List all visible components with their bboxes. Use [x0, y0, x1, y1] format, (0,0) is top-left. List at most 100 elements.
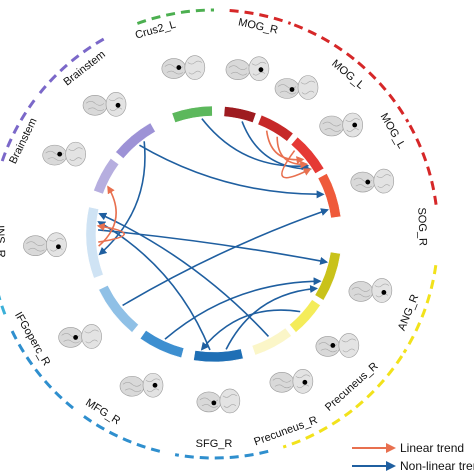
inner-segment-ring: [85, 105, 342, 363]
label-sog_r: SOG_R: [415, 207, 428, 246]
brain-top-lobe: [65, 141, 86, 167]
connection-chords: [96, 118, 329, 351]
brain-top-lobe: [371, 278, 393, 303]
ring-segment-precuneus_r2: [251, 327, 292, 356]
nonlinear-chord: [122, 208, 329, 307]
outer-arc-crus2_l: [136, 8, 215, 25]
brain-gyri: [164, 60, 203, 75]
brain-lateral-lobe: [225, 59, 251, 80]
brain-gyri: [26, 237, 64, 252]
brain-gyri: [85, 97, 124, 112]
label-ins_r: INS_R: [0, 225, 7, 258]
brain-icon: [42, 141, 86, 167]
label-ifgoperc_r: IFGoperc_R: [12, 310, 52, 368]
brain-top-lobe: [373, 168, 395, 194]
linear-chord: [98, 185, 117, 247]
activation-dot: [258, 67, 264, 73]
brain-icon: [350, 168, 395, 194]
brain-top-lobe: [338, 333, 360, 358]
brain-gyri: [272, 374, 311, 389]
nonlinear-chord: [97, 229, 329, 265]
brain-icon: [274, 75, 319, 100]
brain-lateral-lobe: [350, 171, 376, 193]
brain-top-lobe: [81, 324, 102, 349]
label-mog_r: MOG_R: [237, 16, 279, 36]
brain-gyri: [277, 80, 316, 95]
ring-segment-mog_l1: [257, 114, 294, 142]
label-precuneus_r2: Precuneus_R: [252, 414, 319, 448]
outer-arc-brainstem1: [0, 98, 37, 162]
label-precuneus_r1: Precuneus_R: [323, 360, 381, 414]
brain-top-lobe: [297, 75, 319, 100]
brain-top-lobe: [46, 232, 67, 258]
label-brainstem2: Brainstem: [61, 48, 107, 88]
outer-arc-ifgoperc_r: [9, 328, 74, 410]
activation-dot: [115, 102, 121, 108]
label-mfg_r: MFG_R: [83, 397, 122, 428]
ring-segment-mog_r: [223, 106, 257, 123]
outer-arc-mfg_r: [81, 414, 161, 453]
linear-chord: [276, 136, 309, 169]
nonlinear-chord: [225, 285, 319, 350]
brain-lateral-lobe: [319, 115, 344, 137]
brain-lateral-lobe: [42, 144, 67, 166]
brain-icon: [196, 388, 241, 414]
ring-segment-ang_r: [314, 251, 341, 301]
activation-dot: [73, 335, 79, 340]
nonlinear-chord: [201, 118, 310, 171]
ring-segment-ins_r: [85, 206, 104, 279]
brain-icon: [119, 372, 164, 398]
label-mog_l2: MOG_L: [378, 111, 408, 150]
brain-lateral-lobe: [315, 336, 341, 357]
legend: Linear trend Non-linear trend: [352, 441, 474, 473]
ring-segment-brainstem1: [93, 158, 120, 195]
nonlinear-chord: [98, 212, 270, 337]
legend-linear-label: Linear trend: [400, 441, 464, 455]
outer-arc-mog_r: [229, 9, 292, 25]
nonlinear-chord: [97, 221, 211, 351]
brain-lateral-lobe: [269, 372, 295, 393]
outer-arc-sfg_r: [174, 449, 269, 460]
ring-segment-sog_r: [317, 173, 342, 219]
brain-icon: [23, 232, 67, 258]
brain-gyri: [45, 147, 83, 161]
brain-gyri: [353, 174, 391, 188]
outer-arc-mog_l2: [357, 61, 410, 123]
label-mog_l1: MOG_L: [329, 58, 366, 92]
brain-icon: [348, 278, 393, 303]
activation-dot: [56, 244, 61, 250]
brain-icon: [269, 369, 314, 394]
outer-arc-sog_r: [408, 124, 438, 207]
linear-chord: [281, 150, 312, 179]
brain-lateral-lobe: [161, 58, 187, 79]
activation-dot: [152, 382, 158, 388]
brain-gyri: [318, 338, 357, 353]
brain-gyri: [61, 329, 99, 344]
brain-icon: [225, 56, 270, 81]
outer-arc-brainstem2: [38, 36, 107, 94]
ring-segment-precuneus_r1: [289, 299, 321, 333]
activation-dot: [381, 290, 387, 295]
activation-dot: [365, 179, 371, 185]
brain-lateral-lobe: [23, 235, 48, 257]
legend-nonlinear-label: Non-linear trend: [400, 459, 474, 473]
brain-top-lobe: [184, 55, 206, 80]
brain-gyri: [228, 61, 267, 76]
label-sfg_r: SFG_R: [196, 438, 233, 450]
activation-dot: [57, 151, 63, 157]
brain-lateral-lobe: [274, 78, 300, 99]
brain-gyri: [199, 394, 238, 408]
outer-dashed-ring: [0, 8, 438, 460]
ring-segment-sfg_r: [193, 348, 244, 363]
activation-dot: [330, 343, 336, 348]
brain-lateral-lobe: [58, 327, 83, 348]
nonlinear-chord: [200, 309, 301, 351]
linear-chord: [96, 222, 125, 243]
ring-segment-mfg_r: [139, 330, 185, 359]
brain-icon: [319, 112, 363, 138]
outer-arc-mog_l1: [293, 23, 356, 62]
brain-lateral-lobe: [82, 95, 108, 116]
